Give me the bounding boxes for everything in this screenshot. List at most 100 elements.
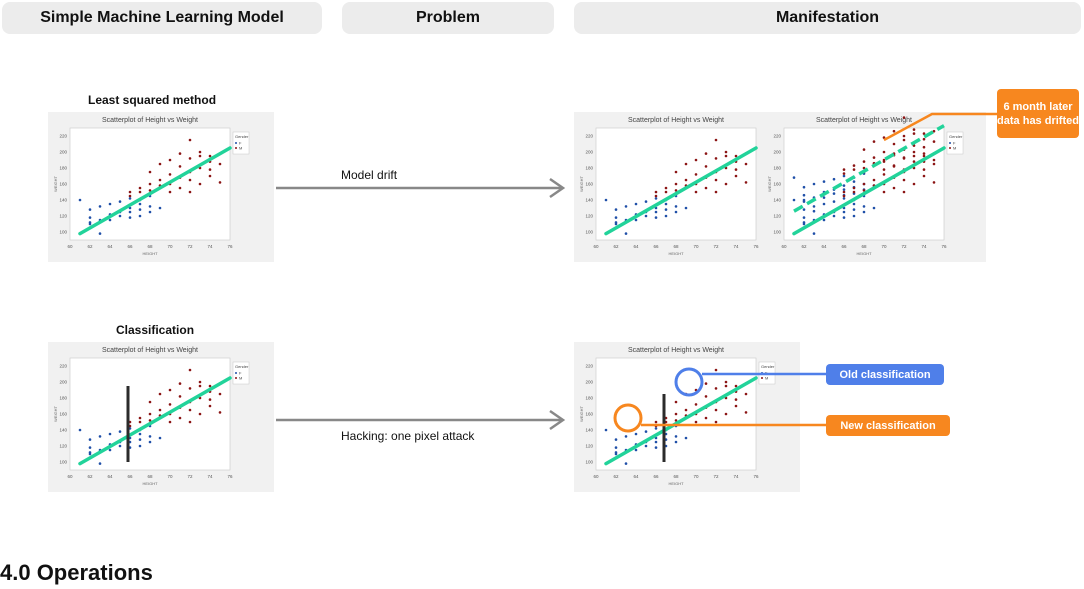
data-point-M: [912, 182, 916, 186]
data-point-M: [872, 178, 876, 182]
data-point-M: [724, 150, 728, 154]
chart-title: Scatterplot of Height vs Weight: [628, 347, 724, 354]
drifted-point-M: [862, 160, 866, 163]
data-point-F: [812, 205, 816, 208]
legend-label-F: F: [239, 141, 242, 146]
drifted-point-M: [862, 166, 866, 170]
x-tick-label: 68: [673, 474, 679, 479]
data-point-M: [148, 412, 152, 416]
data-point-M: [734, 384, 738, 388]
y-tick-label: 140: [59, 198, 67, 203]
x-tick-label: 66: [127, 244, 133, 249]
data-point-F: [118, 430, 122, 433]
drifted-point-M: [852, 164, 856, 167]
data-point-M: [188, 368, 192, 372]
header-problem-label: Problem: [415, 9, 480, 26]
header-manifestation: Manifestation: [574, 2, 1081, 34]
legend-label-M: M: [239, 376, 242, 381]
data-point-M: [684, 162, 688, 166]
data-point-M: [932, 162, 936, 166]
data-point-M: [862, 182, 866, 186]
x-axis-label: HEIGHT: [668, 481, 684, 486]
data-point-F: [624, 205, 628, 208]
y-tick-label: 220: [773, 134, 781, 139]
drifted-point-F: [792, 176, 796, 179]
data-point-M: [684, 178, 688, 182]
data-point-M: [882, 190, 886, 194]
data-point-M: [694, 190, 698, 194]
data-point-M: [694, 420, 698, 424]
data-point-M: [138, 416, 142, 420]
y-tick-label: 180: [59, 396, 67, 401]
data-point-M: [744, 181, 748, 184]
model-drift-label: Model drift: [341, 168, 398, 182]
legend-marker-M: [235, 147, 237, 149]
data-point-M: [912, 150, 916, 154]
x-tick-label: 66: [841, 244, 847, 249]
data-point-F: [674, 210, 678, 214]
data-point-F: [644, 214, 648, 218]
data-point-M: [188, 387, 192, 390]
data-point-M: [168, 158, 172, 162]
data-point-M: [842, 190, 846, 194]
drifted-point-F: [802, 185, 806, 189]
regression-line: [604, 146, 758, 236]
legend-marker-M: [235, 377, 237, 379]
data-point-M: [148, 189, 152, 192]
drift-callout: 6 month later data has drifted: [997, 89, 1079, 138]
data-point-F: [624, 435, 628, 438]
legend-title: Gender: [235, 364, 249, 369]
data-point-M: [674, 170, 678, 174]
data-point-F: [88, 452, 92, 456]
data-point-F: [624, 232, 628, 235]
data-point-F: [604, 428, 608, 432]
y-axis-label: WEIGHT: [53, 405, 58, 422]
data-point-M: [674, 412, 678, 416]
data-point-F: [654, 427, 658, 430]
data-point-F: [118, 214, 122, 218]
data-point-M: [842, 194, 846, 198]
data-point-F: [614, 438, 618, 441]
data-point-F: [802, 216, 806, 219]
data-point-M: [704, 395, 708, 398]
drifted-point-F: [842, 188, 846, 191]
legend-title: Gender: [761, 364, 775, 369]
data-point-F: [88, 446, 92, 449]
data-point-M: [674, 182, 678, 186]
x-tick-label: 74: [733, 474, 739, 479]
x-tick-label: 72: [901, 244, 907, 249]
y-tick-label: 200: [585, 380, 593, 385]
data-point-F: [654, 210, 658, 214]
data-point-F: [872, 206, 876, 210]
data-point-M: [158, 178, 162, 182]
y-tick-label: 120: [773, 214, 781, 219]
y-tick-label: 160: [59, 412, 67, 417]
data-point-F: [138, 438, 142, 441]
y-tick-label: 180: [585, 166, 593, 171]
data-point-F: [634, 432, 638, 436]
data-point-M: [178, 395, 182, 398]
data-point-F: [644, 444, 648, 448]
x-tick-label: 64: [821, 244, 827, 249]
data-point-M: [188, 420, 192, 424]
y-axis-label: WEIGHT: [53, 175, 58, 192]
drifted-point-F: [802, 200, 806, 203]
y-tick-label: 120: [59, 444, 67, 449]
y-tick-label: 160: [585, 182, 593, 187]
data-point-M: [882, 173, 886, 176]
data-point-M: [704, 186, 708, 190]
data-point-M: [704, 165, 708, 168]
data-point-F: [604, 198, 608, 202]
data-point-M: [138, 190, 142, 194]
data-point-M: [148, 182, 152, 186]
data-point-M: [902, 178, 906, 182]
x-tick-label: 74: [207, 474, 213, 479]
data-point-M: [892, 165, 896, 168]
x-tick-label: 70: [693, 244, 699, 249]
legend-box: [232, 131, 250, 155]
data-point-F: [158, 206, 162, 210]
data-point-F: [852, 202, 856, 206]
data-point-F: [148, 210, 152, 214]
x-tick-label: 70: [167, 244, 173, 249]
data-point-M: [684, 408, 688, 412]
